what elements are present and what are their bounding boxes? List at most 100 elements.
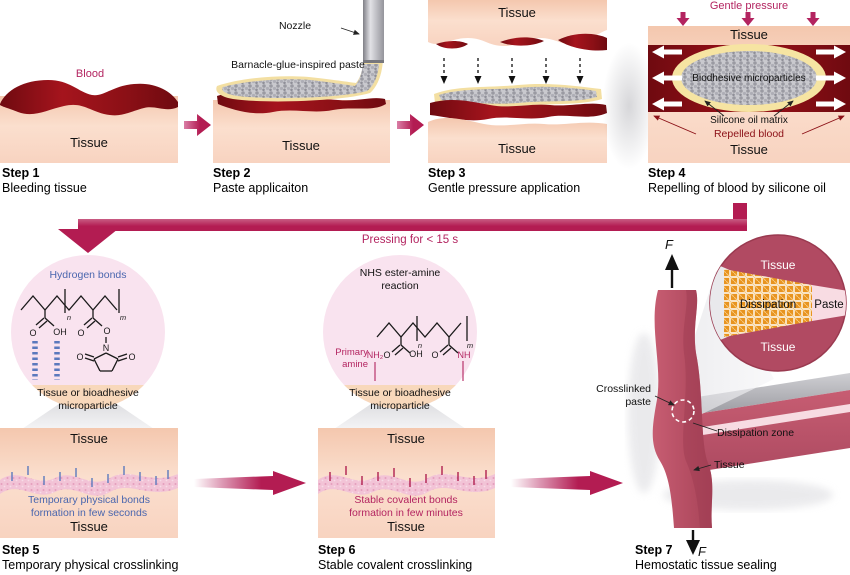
blood-shape (430, 99, 607, 121)
bond-text-line1-step5: Temporary physical bonds (28, 494, 150, 506)
step4-illustration (648, 12, 850, 163)
nozzle (363, 0, 384, 62)
repel-arrows (652, 45, 846, 111)
force-arrowhead-down-icon (686, 540, 700, 555)
step1-subtitle: Bleeding tissue (2, 181, 87, 195)
tissue-label-step2: Tissue (282, 138, 320, 153)
inset-tissue-bottom-label: Tissue (761, 340, 796, 354)
tissue-label-step3-bottom: Tissue (498, 141, 536, 156)
dissipation-zone-circle (671, 399, 695, 423)
bond-text-line2-step6: formation in few minutes (349, 507, 463, 519)
inset-dissipation-label: Dissipation (740, 299, 796, 311)
mechanism-circle-bg (323, 255, 477, 409)
step6-tissue-block (318, 428, 495, 538)
inset-paste-label: Paste (814, 299, 843, 311)
atom-oh: OH (53, 327, 67, 337)
step6-mechanism-circle: O OH O NH NH₂ n m (323, 255, 477, 409)
circle-base-label-step6: Tissue or bioadhesive microparticle (349, 387, 451, 412)
tissue-arm-label: Tissue (714, 459, 745, 471)
pressure-dashed-arrows (443, 58, 581, 76)
step5-subtitle: Temporary physical crosslinking (2, 558, 179, 572)
tissue-label-step4-top: Tissue (730, 27, 768, 42)
atom-oh: OH (409, 349, 423, 359)
step6-caption: Step 6 Stable covalent crosslinking (318, 543, 472, 573)
paste-band (318, 474, 495, 496)
crosslinked-paste-label: Crosslinked paste (596, 383, 651, 408)
step2-caption: Step 2 Paste applicaiton (213, 166, 308, 196)
step5-caption: Step 5 Temporary physical crosslinking (2, 543, 178, 573)
gentle-pressure-arrows (676, 12, 820, 26)
step2-title: Step 2 (213, 166, 251, 180)
step2-subtitle: Paste applicaiton (213, 181, 309, 195)
tissue-label-step5-top: Tissue (70, 431, 108, 446)
subscript-n: n (418, 341, 422, 350)
chevron-arrow-icon (184, 114, 211, 136)
atom-o: O (76, 352, 83, 362)
atom-n: N (103, 343, 110, 353)
step1-title: Step 1 (2, 166, 40, 180)
step3-subtitle: Gentle pressure application (428, 181, 581, 195)
tissue-leader-line (693, 464, 712, 472)
silicone-leader-left (704, 100, 725, 117)
paste-label: Barnacle-glue-inspired paste (231, 59, 365, 71)
step3-illustration (428, 0, 607, 163)
pressing-arrow (58, 203, 747, 253)
subscript-m: m (120, 313, 126, 322)
arrowhead-down-icon (58, 229, 118, 253)
nozzle-leader-line (340, 27, 360, 35)
step4-title: Step 4 (648, 166, 686, 180)
long-arrow-icon (511, 471, 623, 495)
tissue-label-step1: Tissue (70, 135, 108, 150)
circle-base-label-step5: Tissue or bioadhesive microparticle (37, 387, 139, 412)
blood-drop (436, 41, 468, 49)
amine-links (374, 361, 464, 381)
repelled-leader-left (653, 115, 697, 135)
dissipation-leader-line (692, 422, 718, 432)
inset-magnified-circle: Tissue Dissipation Paste Tissue (709, 234, 847, 372)
step5-tissue-block (0, 428, 178, 538)
gentle-pressure-label: Gentle pressure (709, 0, 789, 12)
atom-nh: NH (458, 350, 471, 360)
arrow-step2-step3 (397, 114, 424, 136)
step1-caption: Step 1 Bleeding tissue (2, 166, 87, 196)
atom-labels: O OH O O N O O n m (29, 313, 135, 362)
arrow-bar (78, 219, 747, 231)
physical-bond-ticks (11, 466, 169, 487)
hydrogen-bonds-label: Hydrogen bonds (49, 269, 127, 281)
step2-illustration (213, 0, 390, 163)
atom-labels: O OH O NH NH₂ n m (367, 341, 473, 360)
tissue-block-bottom (428, 118, 607, 163)
atom-o: O (431, 350, 438, 360)
nozzle-label: Nozzle (278, 20, 312, 32)
atom-o: O (383, 350, 390, 360)
atom-o: O (77, 328, 84, 338)
arrow-connector (733, 203, 747, 220)
paste-microparticles (222, 64, 379, 99)
step4-caption: Step 4 Repelling of blood by silicone oi… (648, 166, 826, 196)
blood-shape (0, 80, 178, 116)
step6-subtitle: Stable covalent crosslinking (318, 558, 473, 572)
tissue-label-step6-bottom: Tissue (387, 519, 425, 534)
force-label-bottom: F (698, 544, 707, 559)
bond-text-line1-step6: Stable covalent bonds (354, 494, 458, 506)
step7-subtitle: Hemostatic tissue sealing (635, 558, 777, 572)
step7-title: Step 7 (635, 543, 673, 557)
dissipation-mesh (724, 269, 812, 337)
atom-o: O (103, 326, 110, 336)
inset-paste-strip (812, 285, 846, 321)
tissue-label-step4-bottom: Tissue (730, 142, 768, 157)
step4-subtitle: Repelling of blood by silicone oil (648, 181, 826, 195)
arrow-step1-step2 (184, 114, 211, 136)
lens-shadow (602, 42, 656, 170)
force-arrowhead-up-icon (665, 254, 679, 270)
force-label-top: F (665, 237, 674, 252)
tissue-label-step3-top: Tissue (498, 5, 536, 20)
arrow-step6-step7 (511, 471, 623, 495)
atom-o: O (128, 352, 135, 362)
atom-o: O (29, 328, 36, 338)
pressure-arrowheads (440, 76, 584, 84)
step1-illustration (0, 80, 178, 163)
step5-mechanism-circle: O OH O O N O O n m (11, 255, 165, 409)
primary-amine-label: Primary amine (335, 347, 368, 370)
